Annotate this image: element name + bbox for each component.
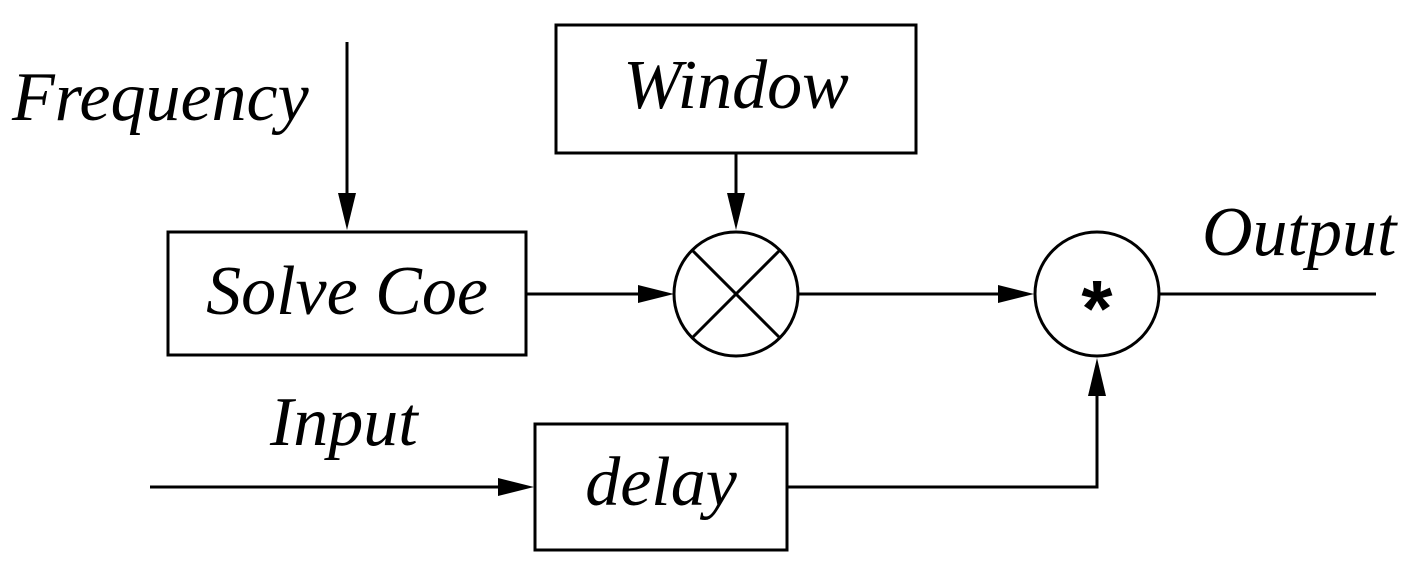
input-arrowhead xyxy=(498,478,534,496)
output-label: Output xyxy=(1202,194,1398,271)
convolution-icon: * xyxy=(1033,230,1161,358)
delay-label: delay xyxy=(585,444,738,521)
convolver-star: * xyxy=(1081,264,1113,353)
delay-to-convolver-line xyxy=(787,394,1099,489)
window-to-multiplier-arrowhead xyxy=(727,193,745,230)
delay-to-convolver-arrowhead xyxy=(1088,358,1106,396)
frequency-label: Frequency xyxy=(11,59,310,136)
multiplier-to-convolver-arrowhead xyxy=(998,285,1034,303)
input-label: Input xyxy=(269,384,419,461)
solve-coe-block xyxy=(166,230,528,357)
solve-to-multiplier-arrowhead xyxy=(638,285,674,303)
solve-coe-label: Solve Coe xyxy=(206,253,488,330)
window-label: Window xyxy=(623,47,849,124)
multiply-icon xyxy=(672,230,800,358)
frequency-arrowhead xyxy=(338,193,356,230)
multiplier-cross-b xyxy=(690,248,782,340)
delay-block xyxy=(533,422,789,552)
